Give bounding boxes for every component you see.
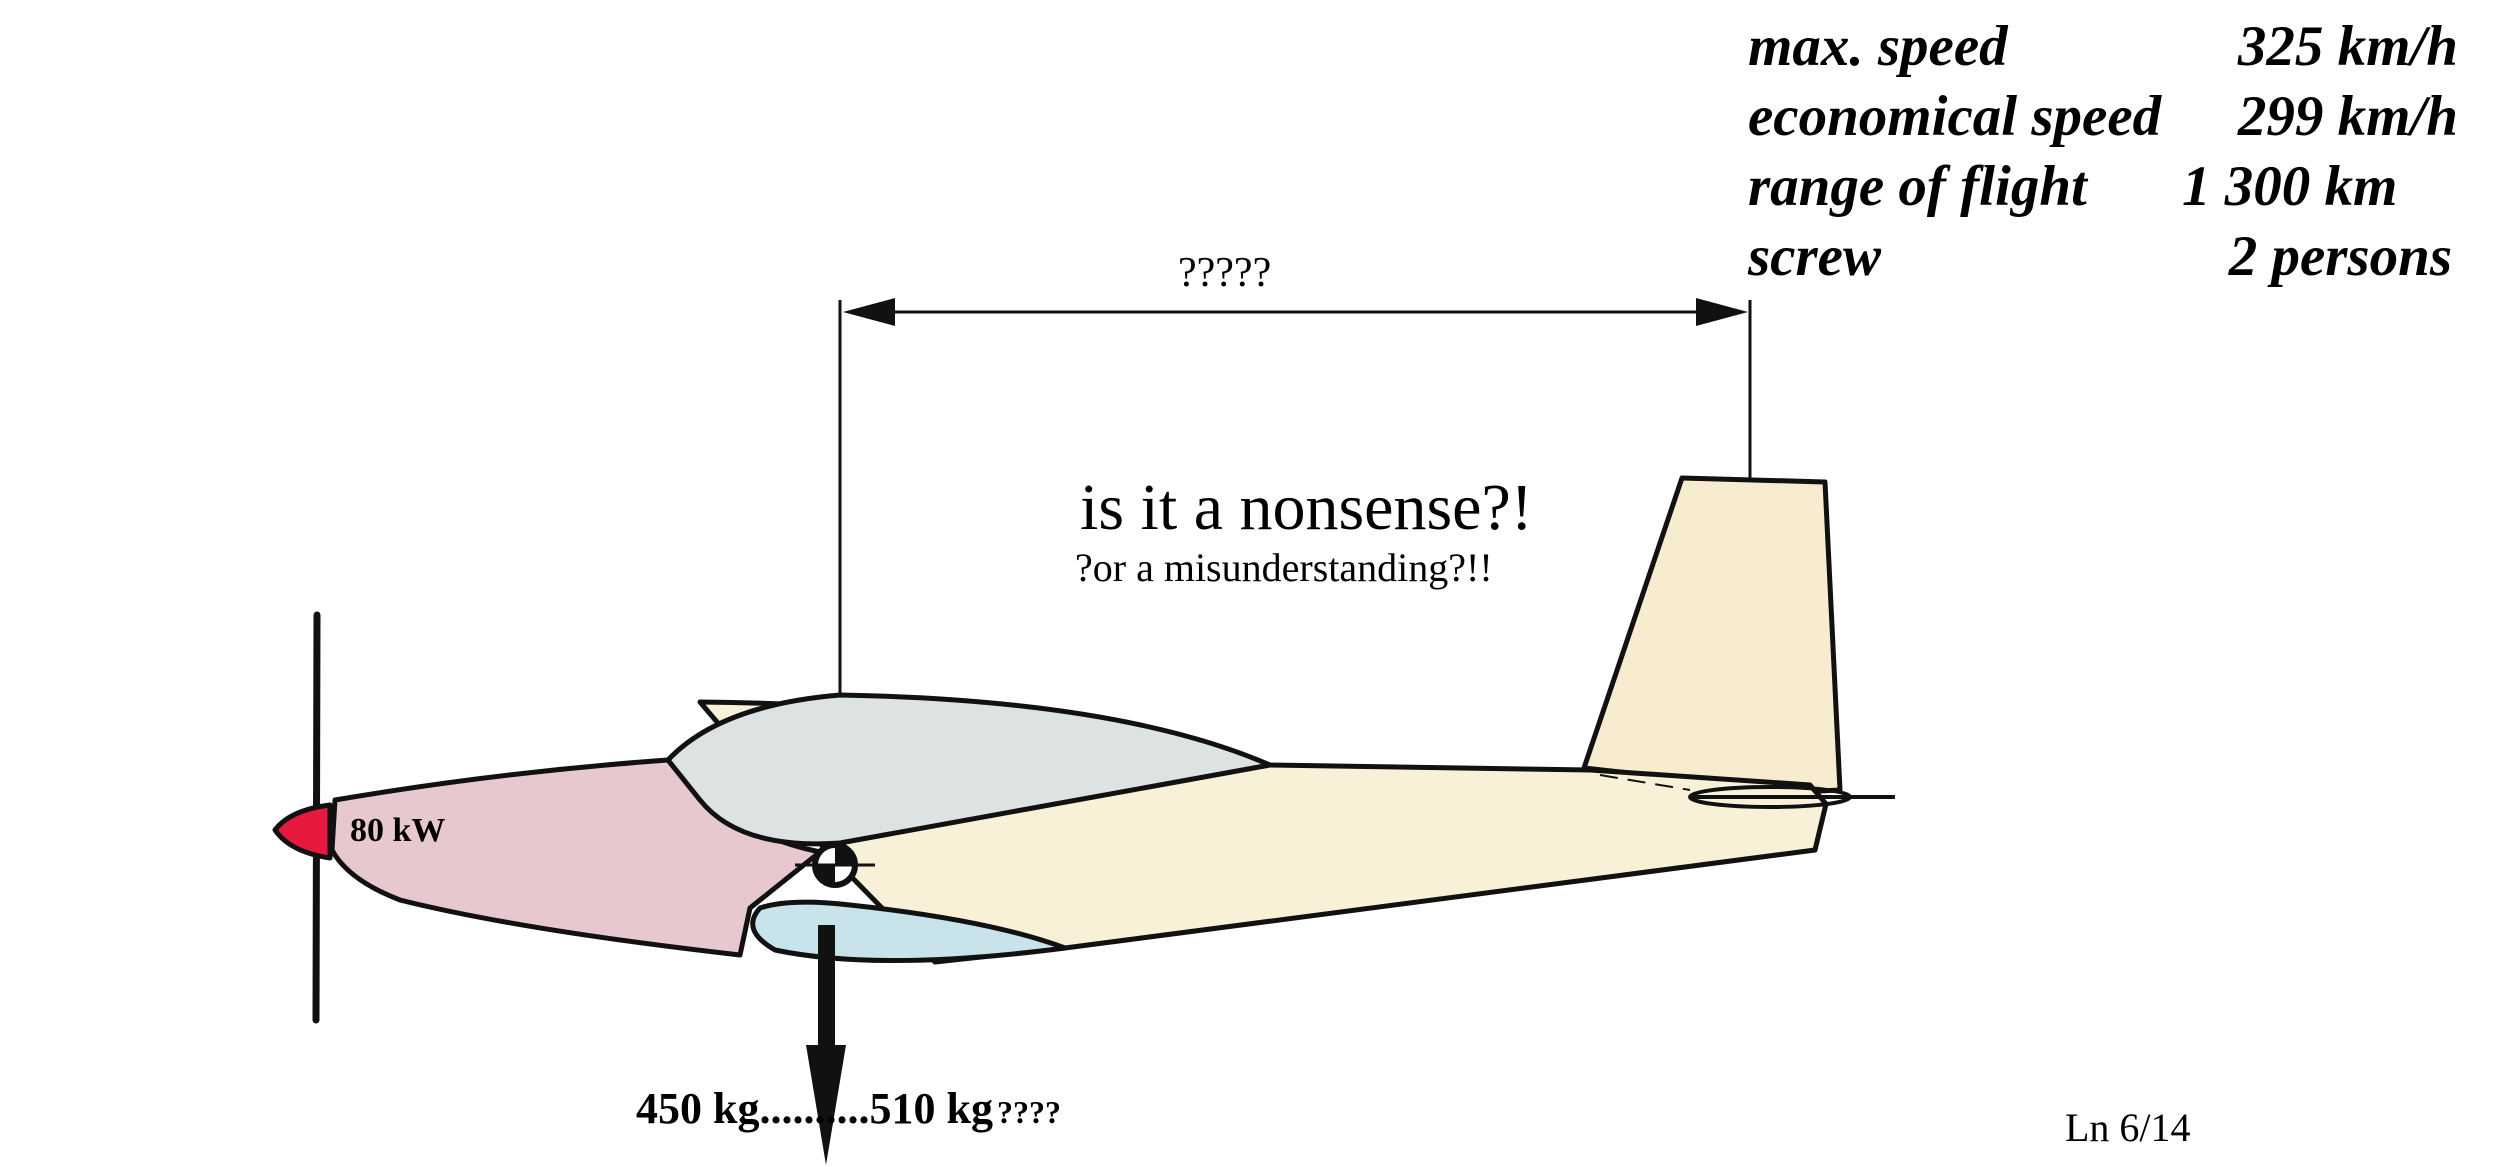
spec-label-screw: screw [1748, 225, 1881, 288]
weight-arrow-head [806, 1045, 846, 1165]
spec-label-range-of-flight: range of flight [1748, 155, 2087, 218]
spec-value-economical-speed: 299 km/h [2237, 85, 2458, 148]
spec-label-max-speed: max. speed [1748, 15, 2008, 78]
weight-arrow-shaft [818, 925, 835, 1065]
page-number: Ln 6/14 [2065, 1105, 2191, 1150]
engine-power-label: 80 kW [350, 812, 446, 849]
dimension-arrow-right [1696, 298, 1748, 326]
subheadline: ?or a misunderstanding?!! [1075, 545, 1493, 590]
tail-fin [1581, 475, 1843, 795]
center-of-gravity-icon [795, 842, 875, 888]
spec-value-max-speed: 325 km/h [2237, 15, 2458, 78]
weight-label: 450 kg..........510 kg ???? [636, 1087, 1061, 1131]
tail-dash [1599, 774, 1691, 791]
headline: is it a nonsense?! [1080, 471, 1533, 544]
dimension-arrow-left [843, 298, 895, 326]
dimension-label: ????? [1178, 250, 1272, 296]
weight-question: ???? [996, 1094, 1061, 1130]
spec-label-economical-speed: economical speed [1748, 85, 2162, 148]
spec-value-screw: 2 persons [2228, 225, 2452, 288]
propeller-spinner [272, 802, 333, 861]
spec-value-range-of-flight: 1 300 km [2182, 155, 2398, 218]
canopy [665, 692, 1273, 847]
weight-range: 450 kg..........510 kg [636, 1084, 993, 1133]
